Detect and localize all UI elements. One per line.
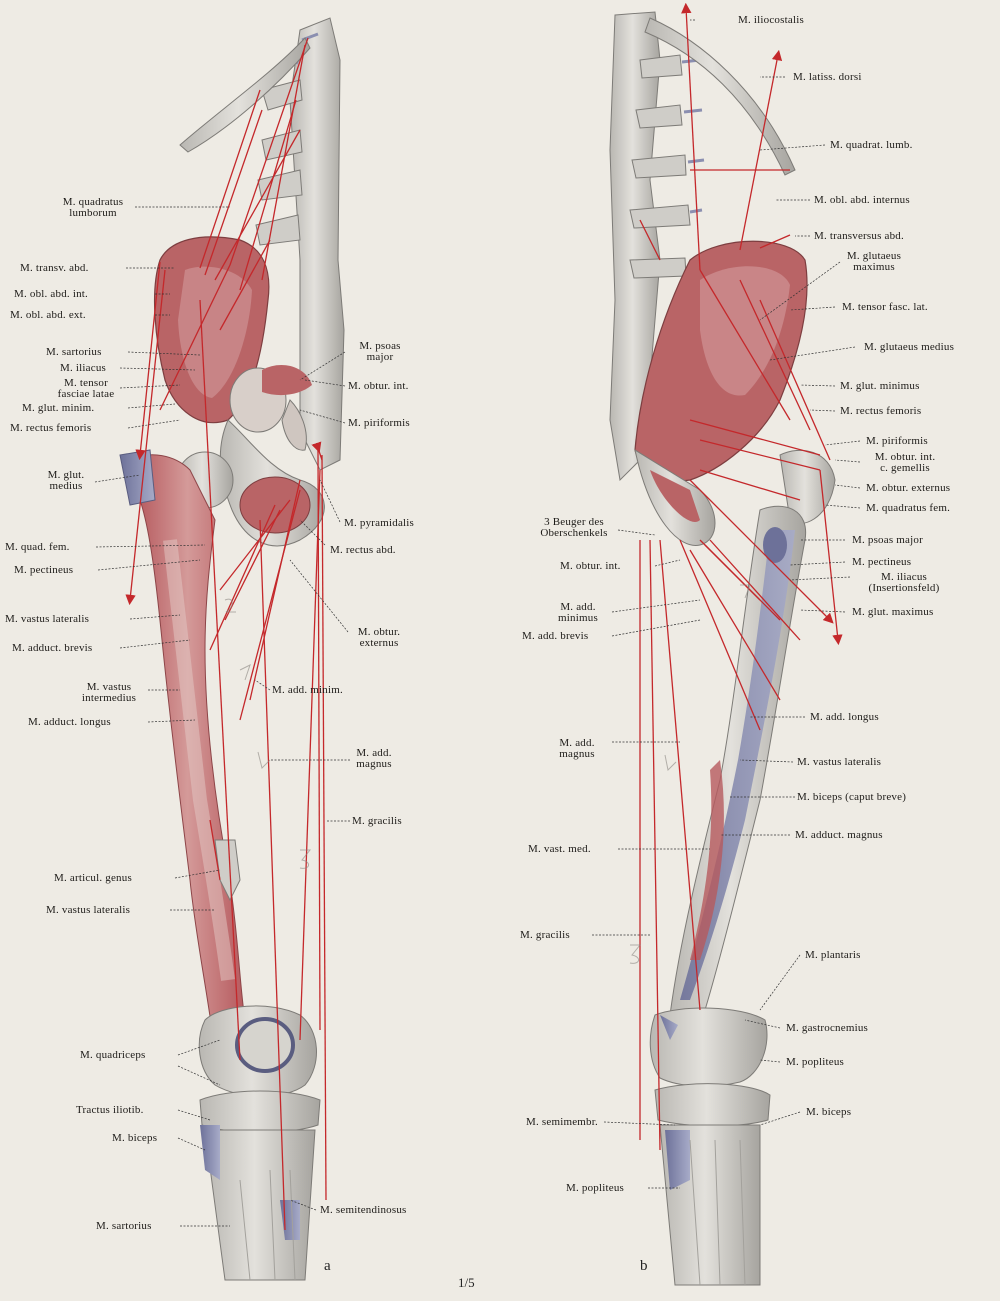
label-b-iliacus: M. iliacus (Insertionsfeld) [868,571,940,594]
label-glutaeus-medius: M. glutaeus medius [864,341,955,353]
label-tensor-fasc-lat: M. tensor fasc. lat. [842,301,928,313]
label-obl-abd-int: M. obl. abd. int. [14,288,88,300]
label-gastrocnemius: M. gastrocnemius [786,1022,869,1034]
label-b-rectus-femoris: M. rectus femoris [840,405,922,417]
knee-b [649,1007,771,1286]
label-semitendinosus: M. semitendinosus [320,1204,407,1216]
label-b-add-longus: M. add. longus [810,711,879,723]
label-quad-fem: M. quad. fem. [5,541,70,553]
label-b-piriformis: M. piriformis [866,435,928,447]
label-gracilis: M. gracilis [352,815,402,827]
label-beuger-oberschenkels: 3 Beuger des Oberschenkels [540,516,608,539]
pelvis-b [634,240,808,547]
label-biceps-caput-breve: M. biceps (caput breve) [797,791,907,803]
label-b-add-brevis: M. add. brevis [522,630,589,642]
label-obtur-externus: M. obtur. externus [357,626,401,649]
label-obtur-int: M. obtur. int. [348,380,409,392]
label-b-vastus-lateralis: M. vastus lateralis [797,756,882,768]
label-biceps: M. biceps [112,1132,158,1144]
label-b-obtur-int: M. obtur. int. [560,560,621,572]
muscle-lines-a [125,37,327,1231]
label-b-biceps: M. biceps [806,1106,852,1118]
label-psoas-major: M. psoas major [359,340,401,363]
label-tractus-iliotib: Tractus iliotib. [76,1104,144,1116]
label-adduct-longus: M. adduct. longus [28,716,111,728]
label-quadriceps: M. quadriceps [80,1049,146,1061]
label-b-popliteus-right: M. popliteus [786,1056,845,1068]
label-obl-abd-ext: M. obl. abd. ext. [10,309,86,321]
knee-a [198,1005,321,1281]
label-quadratus-lumborum: M. quadratus lumborum [62,196,124,219]
femur-b [669,449,836,1016]
label-transv-abd: M. transv. abd. [20,262,89,274]
label-sartorius: M. sartorius [46,346,102,358]
label-piriformis: M. piriformis [348,417,410,429]
label-vastus-lateralis-2: M. vastus lateralis [46,904,131,916]
label-rectus-abd: M. rectus abd. [330,544,396,556]
label-glutaeus-maximus: M. glutaeus maximus [846,250,902,273]
label-transversus-abd: M. transversus abd. [814,230,904,242]
label-b-add-magnus: M. add. magnus [559,737,595,760]
label-iliacus: M. iliacus [60,362,106,374]
scale-label: 1/5 [458,1275,475,1290]
label-obl-abd-internus: M. obl. abd. internus [814,194,910,206]
label-quadratus-fem: M. quadratus fem. [866,502,951,514]
label-articul-genus: M. articul. genus [54,872,132,884]
label-b-gracilis: M. gracilis [520,929,570,941]
label-adduct-brevis: M. adduct. brevis [12,642,93,654]
rib-a [179,37,311,153]
label-latiss-dorsi: M. latiss. dorsi [793,71,862,83]
label-b-semimembr: M. semimembr. [526,1116,598,1128]
label-sartorius-2: M. sartorius [96,1220,152,1232]
label-quadrat-lumb: M. quadrat. lumb. [830,139,913,151]
rib-b [644,17,796,176]
label-b-pectineus: M. pectineus [852,556,912,568]
label-glut-medius: M. glut. medius [47,469,85,492]
femur-a [119,449,246,1031]
label-pectineus: M. pectineus [14,564,74,576]
label-rectus-femoris: M. rectus femoris [10,422,92,434]
label-b-obtur-externus: M. obtur. externus [866,482,951,494]
label-glut-minimus: M. glut. minimus [840,380,920,392]
figure-letter-b: b [640,1258,648,1274]
label-b-glut-maximus: M. glut. maximus [852,606,934,618]
label-iliocostalis: M. iliocostalis [738,14,804,26]
label-b-adduct-magnus: M. adduct. magnus [795,829,883,841]
leader-lines [94,19,861,1227]
label-glut-minim: M. glut. minim. [22,402,95,414]
label-vastus-intermedius: M. vastus intermedius [81,681,137,704]
label-plantaris: M. plantaris [805,949,861,961]
label-b-psoas-major: M. psoas major [852,534,923,546]
label-b-add-minimus: M. add. minimus [558,601,598,624]
label-obtur-int-gemellis: M. obtur. int. c. gemellis [874,451,936,474]
figure-letter-a: a [324,1258,331,1274]
label-b-vast-med: M. vast. med. [528,843,591,855]
spine-b [609,11,705,482]
label-add-magnus: M. add. magnus [356,747,392,770]
pencil-numerals [224,584,751,964]
muscle-lines-b [639,2,843,1151]
label-b-popliteus: M. popliteus [566,1182,625,1194]
label-add-minim: M. add. minim. [272,684,343,696]
label-tensor-fasciae-latae: M. tensor fasciae latae [57,377,115,400]
label-pyramidalis: M. pyramidalis [344,517,415,529]
pelvis-a [153,236,325,547]
label-vastus-lateralis: M. vastus lateralis [5,613,90,625]
